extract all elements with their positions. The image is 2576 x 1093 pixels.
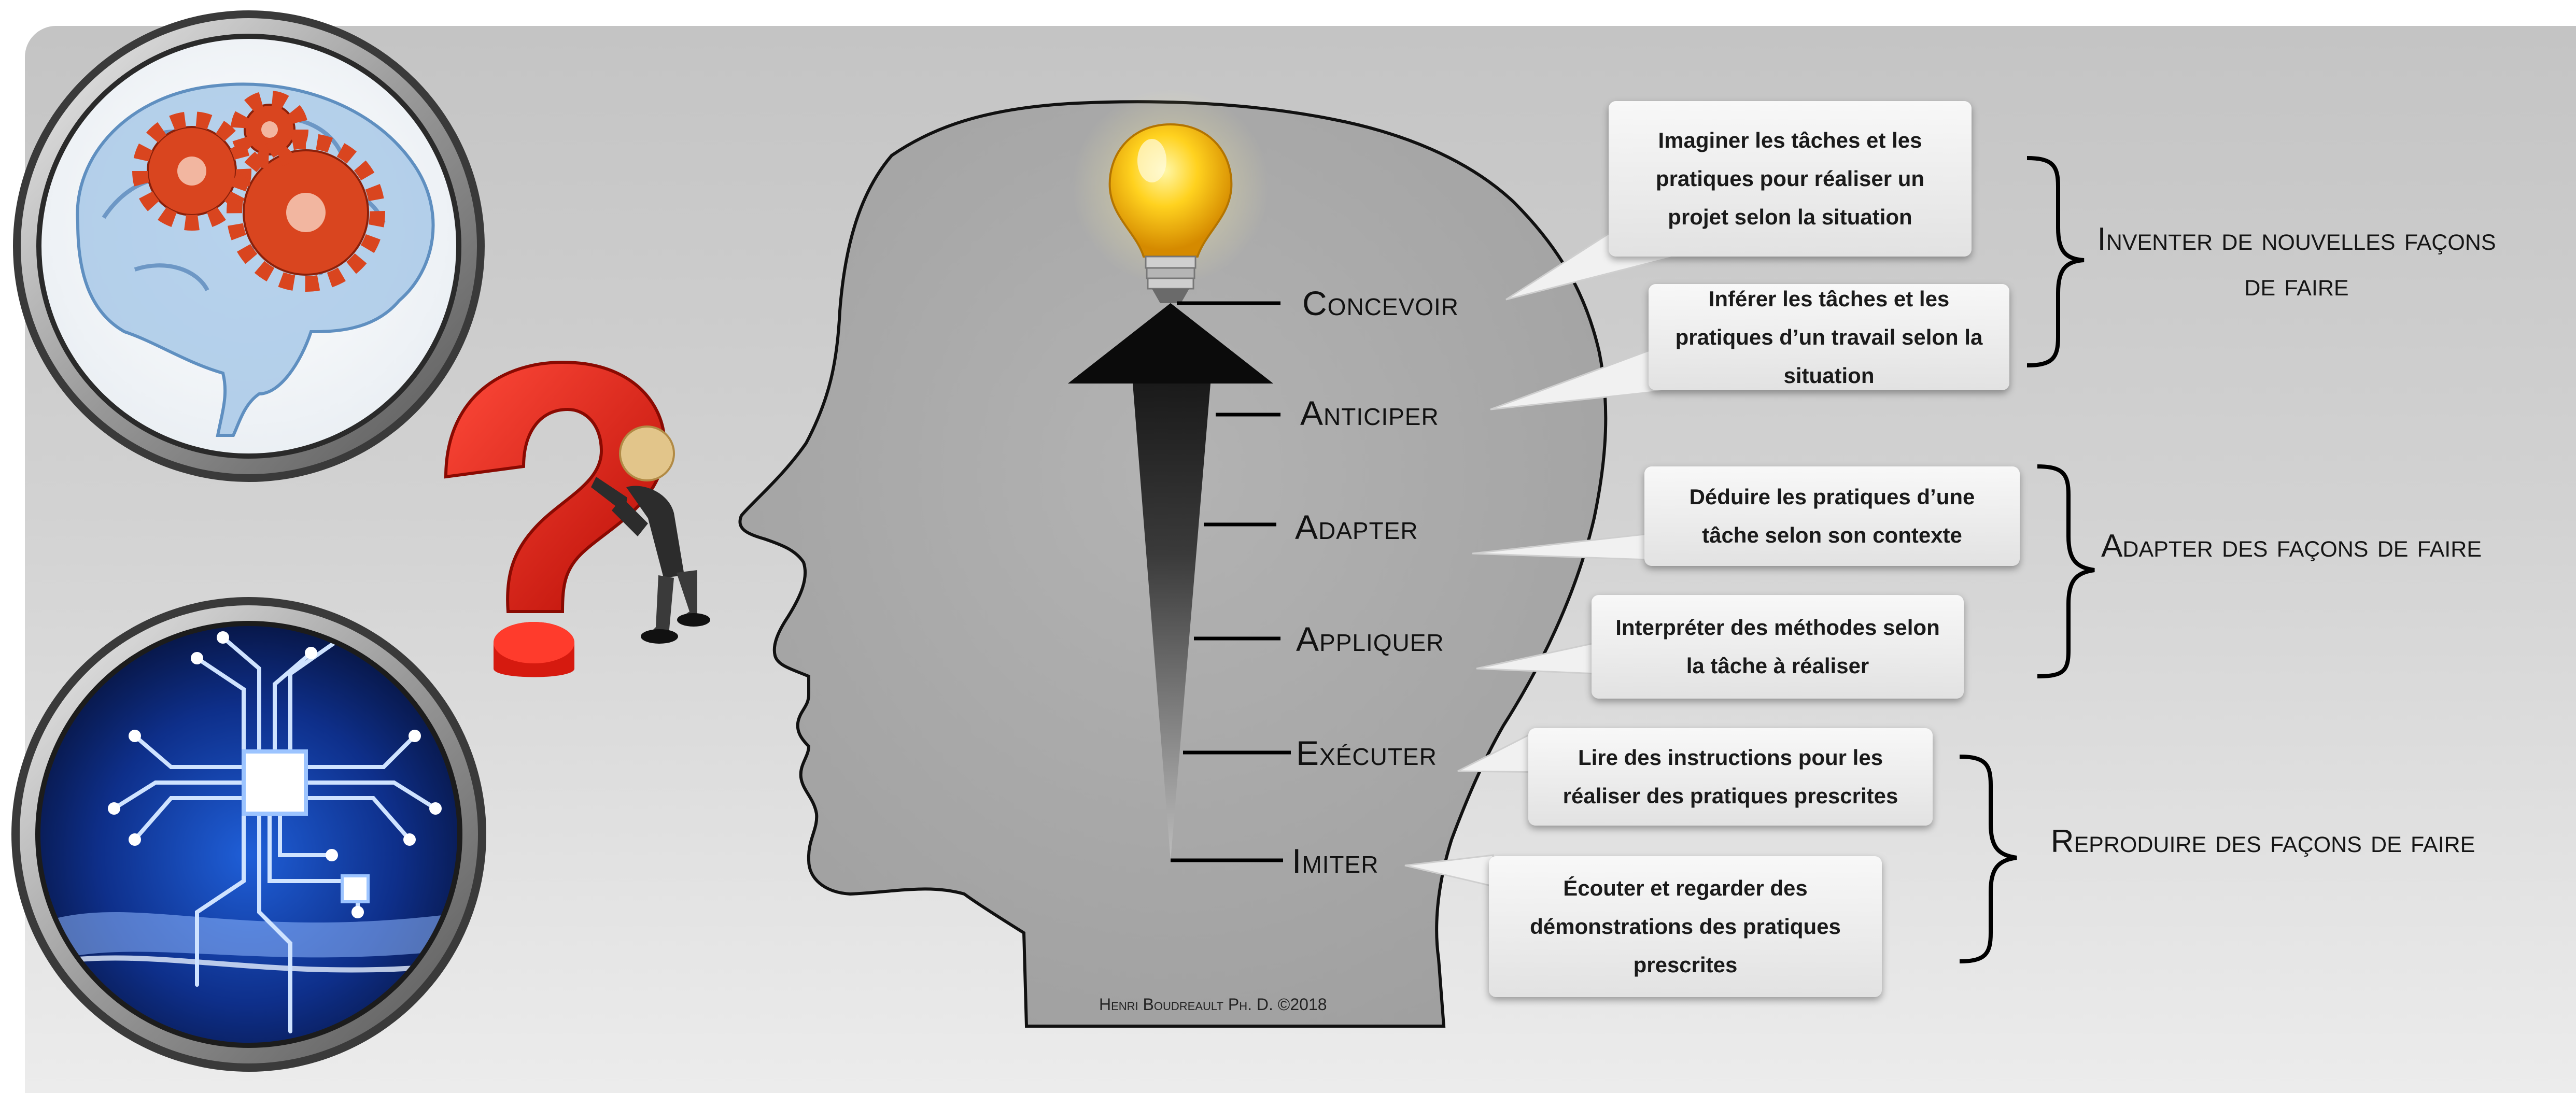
- brain-gears-icon: [13, 10, 485, 482]
- pushing-figure: [591, 425, 710, 644]
- level-concevoir: Concevoir: [1302, 284, 1459, 322]
- callout-concevoir: Imaginer les tâches et les pratiques pou…: [1609, 101, 1972, 257]
- level-executer: Exécuter: [1296, 734, 1437, 772]
- group-braces: [1959, 156, 2095, 963]
- author-credit: Henri Boudreault Ph. D. ©2018: [1099, 995, 1327, 1014]
- callout-executer: Lire des instructions pour les réaliser …: [1528, 728, 1933, 826]
- circuit-board-icon: [11, 597, 486, 1072]
- group-adapter: Adapter des façons de faire: [2101, 528, 2482, 564]
- callout-appliquer: Interpréter des méthodes selon la tâche …: [1592, 595, 1964, 699]
- callout-imiter: Écouter et regarder des démonstrations d…: [1489, 856, 1882, 997]
- callout-adapter: Déduire les pratiques d’une tâche selon …: [1644, 466, 2020, 566]
- level-adapter: Adapter: [1295, 508, 1418, 546]
- light-bulb-icon: [1072, 88, 1269, 303]
- group-reproduire: Reproduire des façons de faire: [2050, 824, 2475, 859]
- level-anticiper: Anticiper: [1300, 394, 1439, 432]
- level-imiter: Imiter: [1292, 842, 1379, 880]
- level-appliquer: Appliquer: [1296, 620, 1444, 658]
- callout-anticiper: Inférer les tâches et les pratiques d’un…: [1649, 284, 2009, 390]
- progression-arrow: [1068, 303, 1273, 860]
- question-mark-icon: [444, 361, 667, 677]
- level-ticks: [1171, 301, 1291, 862]
- group-inventer: Inventer de nouvelles façons de faire: [2097, 221, 2496, 303]
